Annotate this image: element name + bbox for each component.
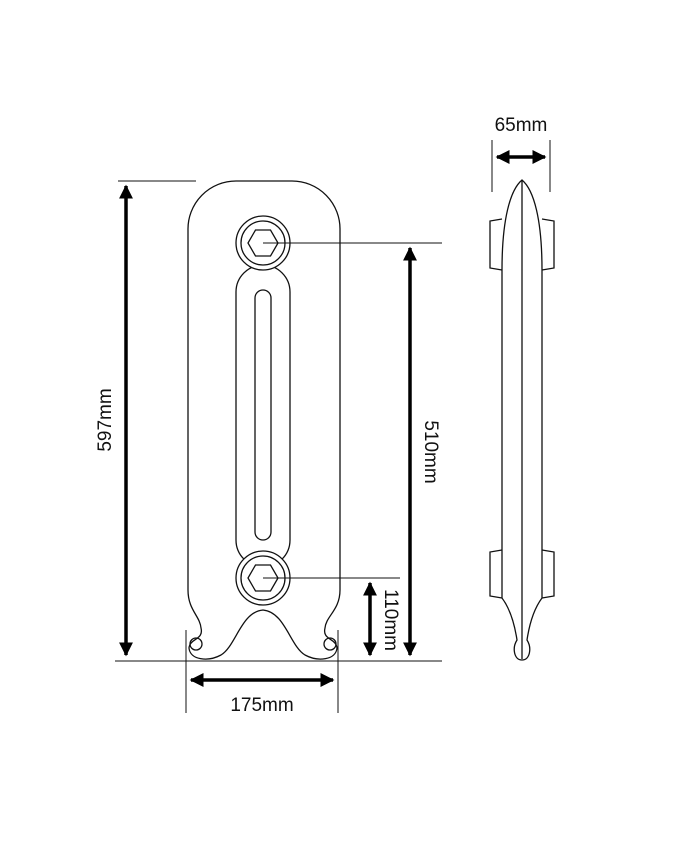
front-view: [187, 180, 341, 660]
side-body-outline: [501, 179, 543, 661]
height-dimension: 597mm: [95, 180, 442, 662]
side-bottom-right-boss: [541, 549, 555, 599]
column-inner-slot: [254, 289, 272, 541]
left-foot-scroll: [189, 637, 203, 651]
side-bottom-left-boss: [489, 549, 503, 599]
hex-nut-icon: [247, 229, 279, 257]
side-top-left-boss: [489, 218, 503, 271]
column-outline: [235, 264, 291, 568]
side-view: [489, 179, 555, 661]
centres-dimension: 510mm: [263, 242, 442, 657]
pipe-height-dimension: 110mm: [263, 577, 401, 657]
width-dimension: 175mm: [185, 630, 339, 716]
depth-label: 65mm: [495, 115, 548, 136]
side-top-right-boss: [541, 218, 555, 271]
width-label: 175mm: [230, 695, 293, 716]
height-label: 597mm: [95, 388, 116, 451]
pipe-height-label: 110mm: [380, 589, 401, 651]
centres-label: 510mm: [420, 420, 441, 483]
right-foot-scroll: [323, 637, 337, 651]
radiator-body-outline: [187, 180, 341, 660]
depth-dimension: 65mm: [491, 115, 551, 192]
hex-nut-icon: [247, 564, 279, 592]
